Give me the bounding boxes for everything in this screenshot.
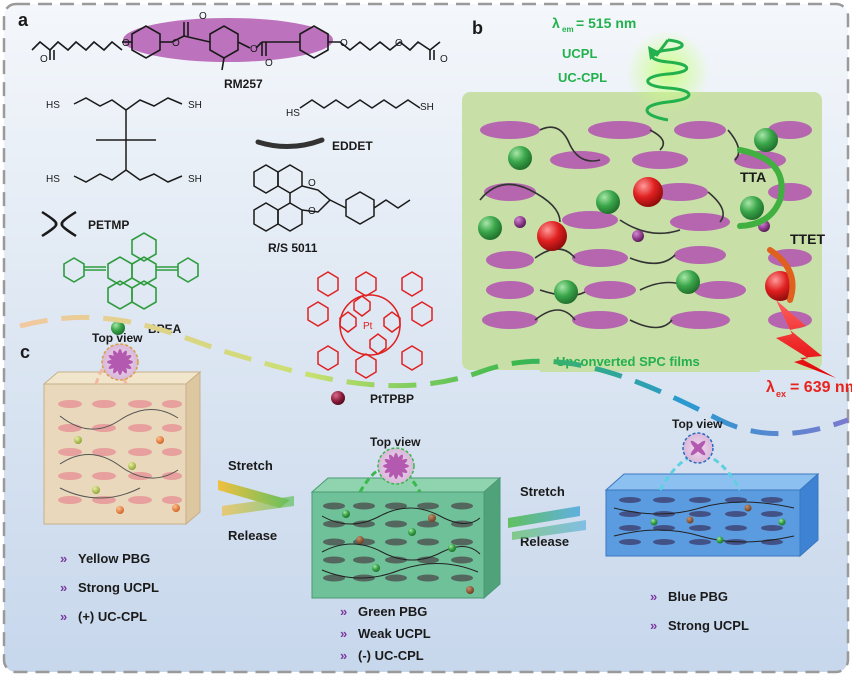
tta-ttet-arrows bbox=[737, 147, 796, 303]
panel-c-label: c bbox=[20, 342, 30, 362]
svg-text:O: O bbox=[250, 44, 258, 55]
release-label-1: Release bbox=[228, 528, 277, 543]
svg-text:Strong UCPL: Strong UCPL bbox=[78, 580, 159, 595]
svg-text:em: em bbox=[562, 25, 574, 34]
svg-text:O: O bbox=[395, 38, 403, 49]
bpea-ball-icon bbox=[111, 321, 125, 335]
svg-text:»: » bbox=[340, 648, 347, 663]
blue-list: » Blue PBG » Strong UCPL bbox=[650, 589, 749, 633]
svg-text:O: O bbox=[122, 38, 130, 49]
svg-text:SH: SH bbox=[188, 100, 202, 111]
film-pttpbp-3 bbox=[765, 271, 795, 301]
stretch-arrow-2 bbox=[508, 506, 580, 528]
stretch-label-1: Stretch bbox=[228, 458, 273, 473]
ucpl-label: UCPL bbox=[562, 46, 597, 61]
svg-text:O: O bbox=[440, 54, 448, 65]
svg-text:O: O bbox=[40, 54, 48, 65]
pt-center: Pt bbox=[363, 321, 373, 332]
film-pttpbp-1 bbox=[633, 177, 663, 207]
panel-b-label: b bbox=[472, 18, 483, 38]
stretch-label-2: Stretch bbox=[520, 484, 565, 499]
svg-text:Blue PBG: Blue PBG bbox=[668, 589, 728, 604]
tta-label: TTA bbox=[740, 169, 766, 185]
svg-text:SH: SH bbox=[420, 102, 434, 113]
eddet-structure bbox=[299, 99, 421, 109]
svg-text:»: » bbox=[60, 580, 67, 595]
svg-text:»: » bbox=[340, 626, 347, 641]
svg-text:»: » bbox=[60, 551, 67, 566]
svg-text:HS: HS bbox=[286, 108, 300, 119]
film-pttpbp-2 bbox=[537, 221, 567, 251]
svg-text:Weak UCPL: Weak UCPL bbox=[358, 626, 431, 641]
pttpbp-structure bbox=[307, 271, 433, 379]
svg-text:HS: HS bbox=[46, 100, 60, 111]
svg-text:Strong UCPL: Strong UCPL bbox=[668, 618, 749, 633]
rm257-label: RM257 bbox=[224, 77, 263, 91]
blue-block bbox=[604, 453, 820, 558]
svg-text:λ: λ bbox=[552, 15, 560, 31]
rs5011-label: R/S 5011 bbox=[268, 241, 318, 255]
svg-text:O: O bbox=[308, 206, 316, 217]
svg-text:»: » bbox=[650, 589, 657, 604]
panel-a-label: a bbox=[18, 10, 29, 30]
svg-text:Yellow PBG: Yellow PBG bbox=[78, 551, 150, 566]
svg-text:O: O bbox=[340, 38, 348, 49]
green-topview-label: Top view bbox=[370, 435, 421, 449]
ttet-label: TTET bbox=[790, 231, 825, 247]
uccpl-label: UC-CPL bbox=[558, 70, 607, 85]
svg-text:= 639 nm: = 639 nm bbox=[790, 379, 852, 396]
svg-text:Green PBG: Green PBG bbox=[358, 604, 427, 619]
svg-text:λ: λ bbox=[766, 379, 775, 396]
rm257-mesogen-highlight bbox=[123, 18, 333, 62]
svg-text:»: » bbox=[340, 604, 347, 619]
svg-text:(+) UC-CPL: (+) UC-CPL bbox=[78, 609, 147, 624]
petmp-structure bbox=[73, 97, 183, 183]
film-bpea-6 bbox=[754, 128, 778, 152]
svg-text:SH: SH bbox=[188, 174, 202, 185]
svg-text:(-) UC-CPL: (-) UC-CPL bbox=[358, 648, 424, 663]
svg-text:O: O bbox=[199, 11, 207, 22]
eddet-icon bbox=[255, 137, 325, 150]
svg-text:»: » bbox=[60, 609, 67, 624]
bpea-structure bbox=[63, 232, 199, 310]
svg-text:HS: HS bbox=[46, 174, 60, 185]
svg-text:O: O bbox=[308, 178, 316, 189]
film-bpea-3 bbox=[478, 216, 502, 240]
green-list: » Green PBG » Weak UCPL » (-) UC-CPL bbox=[340, 604, 431, 663]
yellow-block bbox=[42, 360, 202, 526]
yellow-list: » Yellow PBG » Strong UCPL » (+) UC-CPL bbox=[60, 551, 159, 624]
rs5011-structure bbox=[253, 164, 411, 232]
blue-topview-label: Top view bbox=[672, 417, 723, 431]
films-label: Upconverted SPC films bbox=[556, 354, 700, 369]
release-arrow-1 bbox=[222, 496, 294, 516]
release-arrow-2 bbox=[512, 520, 586, 540]
petmp-label: PETMP bbox=[88, 218, 129, 232]
release-label-2: Release bbox=[520, 534, 569, 549]
yellow-topview-label: Top view bbox=[92, 331, 143, 345]
film-bpea-4 bbox=[554, 280, 578, 304]
rm257-structure: O O O O O O O O O bbox=[31, 11, 448, 71]
svg-text:»: » bbox=[650, 618, 657, 633]
eddet-label: EDDET bbox=[332, 139, 373, 153]
svg-text:ex: ex bbox=[776, 389, 786, 399]
film-bpea-5 bbox=[676, 270, 700, 294]
pttpbp-ball-icon bbox=[331, 391, 345, 405]
film-bpea-1 bbox=[508, 146, 532, 170]
petmp-icon bbox=[41, 210, 77, 238]
photonic-wave bbox=[19, 314, 849, 437]
film-bpea-7 bbox=[740, 196, 764, 220]
green-block bbox=[310, 464, 502, 600]
excitation-bolt-icon bbox=[776, 300, 836, 378]
svg-text:= 515 nm: = 515 nm bbox=[576, 15, 636, 31]
film-bpea-2 bbox=[596, 190, 620, 214]
emission-spiral bbox=[626, 30, 710, 122]
pttpbp-label: PtTPBP bbox=[370, 392, 414, 406]
svg-text:O: O bbox=[172, 38, 180, 49]
svg-text:O: O bbox=[265, 58, 273, 69]
